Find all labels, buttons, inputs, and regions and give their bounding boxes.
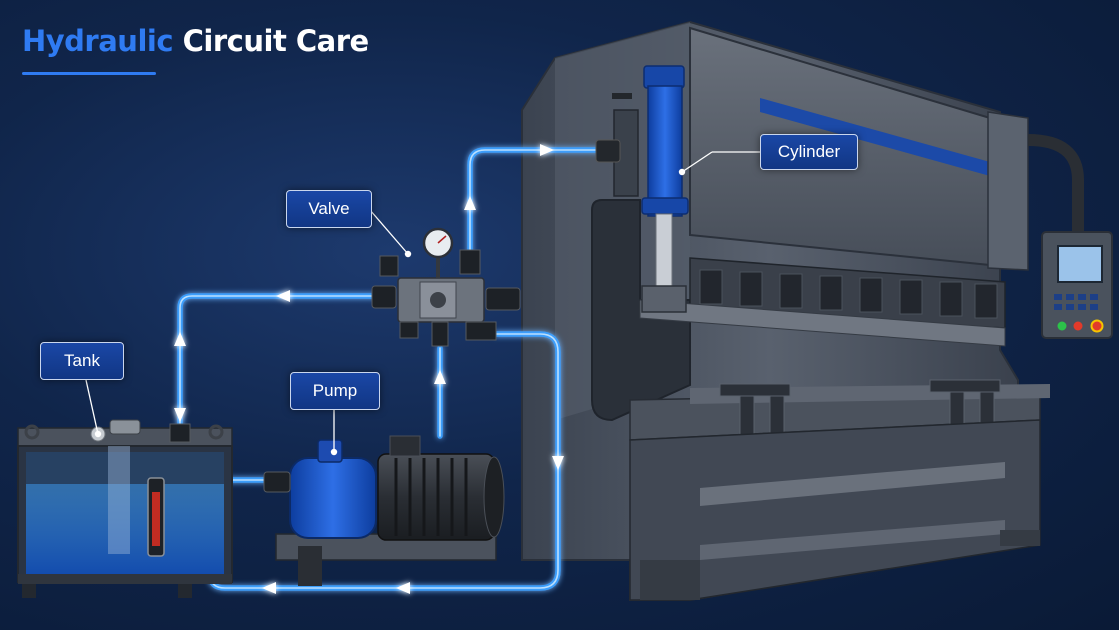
pump-body (289, 457, 377, 539)
control-panel (1027, 134, 1113, 339)
cylinder-rod (655, 213, 673, 289)
title-underline (22, 72, 156, 75)
pump-motor-unit (263, 410, 505, 586)
press-brake-machine (521, 20, 1050, 601)
page-title: Hydraulic Circuit Care (22, 24, 369, 58)
title-rest: Circuit Care (182, 24, 370, 58)
tool-clamps (699, 269, 998, 319)
title-accent-word: Hydraulic (22, 24, 174, 58)
hydraulic-tank (17, 379, 233, 598)
tank-fluid (26, 484, 224, 576)
cylinder-label: Cylinder (760, 134, 858, 170)
hydraulic-cylinder (595, 65, 760, 313)
pump-label: Pump (290, 372, 380, 410)
control-screen (1057, 245, 1103, 283)
tank-label: Tank (40, 342, 124, 380)
pressure-gauge-icon (422, 227, 454, 278)
control-valve (369, 209, 521, 347)
valve-label: Valve (286, 190, 372, 228)
